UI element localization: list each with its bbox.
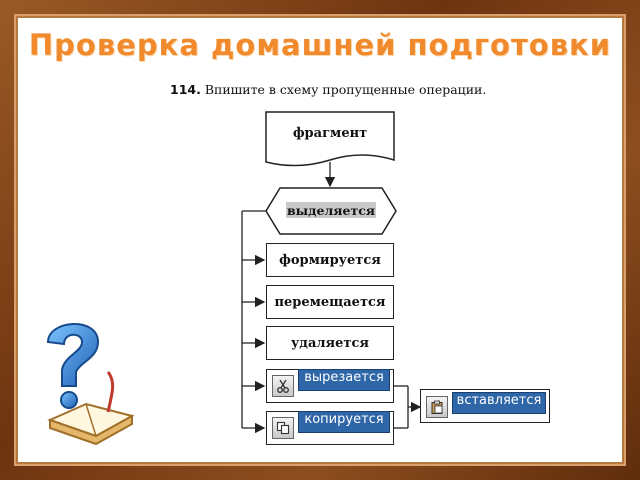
step-node-move: перемещается: [266, 285, 394, 319]
copy-label: копируется: [298, 411, 390, 433]
step-label: удаляется: [290, 335, 370, 351]
copy-icon: [272, 417, 294, 439]
document-shape: [265, 111, 395, 167]
task-number: 114.: [170, 82, 201, 97]
task-text: Впишите в схему пропущенные операции.: [204, 82, 487, 97]
step-node-form: формируется: [266, 243, 394, 277]
paste-clipboard-icon: [426, 396, 448, 418]
start-node-label: фрагмент: [292, 126, 368, 141]
question-book-icon: [46, 323, 135, 446]
slide-title: Проверка домашней подготовки: [28, 28, 612, 62]
select-node-label: выделяется: [286, 202, 376, 218]
paste-label: вставляется: [452, 392, 546, 414]
step-node-delete: удаляется: [266, 326, 394, 360]
cut-label: вырезается: [298, 369, 390, 391]
task-statement: 114. Впишите в схему пропущенные операци…: [170, 82, 486, 97]
step-label: перемещается: [274, 294, 386, 310]
step-label: формируется: [279, 252, 381, 268]
scissors-icon: [272, 375, 294, 397]
